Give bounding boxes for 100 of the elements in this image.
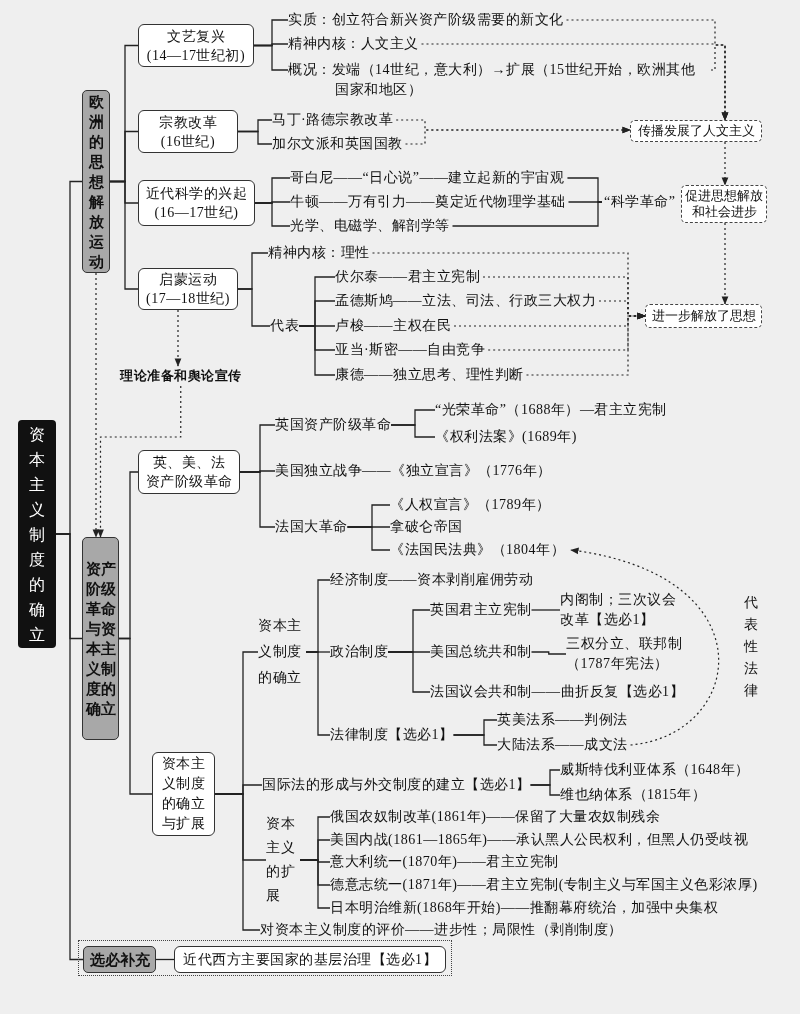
- branch-text: 内阁制；三次议会改革【选必1】: [560, 590, 678, 630]
- branch-text: 《权利法案》(1689年): [435, 427, 577, 447]
- arrow: [710, 44, 729, 121]
- branch-text: 英美法系——判例法: [497, 710, 628, 730]
- connector-line: [346, 526, 391, 551]
- branch-text: 资本主义制度的确立: [258, 613, 306, 691]
- connector-line: [530, 609, 561, 611]
- branch-text: 英国资产阶级革命: [275, 415, 391, 435]
- branch-text: 美国总统共和制: [430, 642, 532, 662]
- branch-text: 拿破仑帝国: [390, 517, 463, 537]
- arrow: [721, 141, 729, 186]
- topic-subheading: (16世纪): [160, 132, 216, 151]
- group-frame: [78, 940, 452, 976]
- connector-line: [118, 637, 153, 795]
- branch-text: 牛顿——万有引力——奠定近代物理学基础: [290, 192, 566, 212]
- topic-box: [138, 24, 254, 67]
- branch-text: 美国内战(1861—1865年)——承认黑人公民权利，但黑人仍受歧视: [330, 830, 749, 850]
- connector-line: [452, 734, 498, 746]
- branch-text: 资本主义的扩展: [266, 812, 300, 908]
- connector-line: [530, 651, 567, 655]
- topic-box: 近代西方主要国家的基层治理【选必1】: [174, 946, 446, 973]
- connector-line: [237, 288, 271, 327]
- branch-text: 实质：创立符合新兴资产阶级需要的新文化: [288, 10, 564, 30]
- branch-text: 威斯特伐利亚体系（1648年）: [560, 760, 750, 780]
- connector-line: [298, 325, 336, 376]
- branch-text: 加尔文派和英国国教: [272, 134, 403, 154]
- connector-line: [55, 533, 84, 961]
- branch-text: 卢梭——主权在民: [335, 316, 451, 336]
- connector-line: [387, 651, 431, 693]
- connector-line: [239, 471, 276, 528]
- arrow: [174, 309, 182, 367]
- branch-text: 亚当·斯密——自由竞争: [335, 340, 486, 360]
- topic-box: [138, 180, 255, 226]
- branch-text: 意大利统一(1870年)——君主立宪制: [330, 852, 559, 872]
- topic-subheading: 资产阶级革命: [145, 473, 233, 491]
- branch-text: 康德——独立思考、理性判断: [335, 365, 524, 385]
- topic-heading: 宗教改革: [159, 113, 217, 132]
- connector-line: [299, 859, 331, 909]
- connector-line: [390, 424, 436, 438]
- summary-box: 传播发展了人文主义: [630, 120, 762, 142]
- connector-line: [109, 180, 139, 290]
- branch-text: 精神内核：人文主义: [288, 34, 419, 54]
- branch-text: 《法国民法典》（1804年）: [390, 540, 565, 560]
- branch-text: 三权分立、联邦制（1787年宪法）: [566, 634, 690, 674]
- root-box: 资本主义制度的确立: [18, 420, 56, 648]
- topic-box: 资本主义制度的确立与扩展: [152, 752, 215, 836]
- topic-box: [138, 268, 238, 310]
- arrow: [721, 222, 729, 305]
- connector-line: [237, 130, 273, 145]
- connector-line: [253, 44, 289, 71]
- connector-line: [451, 201, 603, 227]
- connector-line: [529, 784, 561, 796]
- branch-text: 美国独立战争——《独立宣言》（1776年）: [275, 461, 552, 481]
- branch-text: 概况：发端（14世纪，意大利）→扩展（15世纪开始，欧洲其他国家和地区）: [288, 60, 708, 100]
- branch-text: 理论准备和舆论宣传: [120, 366, 242, 386]
- branch-text: 日本明治维新(1868年开始)——推翻幕府统治，加强中央集权: [330, 898, 719, 918]
- branch-text: 《人权宣言》（1789年）: [390, 495, 551, 515]
- topic-heading: 近代科学的兴起: [145, 185, 248, 203]
- branch-text: 精神内核：理性: [268, 243, 370, 263]
- branch-text: 法国议会共和制——曲折反复【选必1】: [430, 682, 684, 702]
- topic-heading: 英、美、法: [152, 454, 226, 472]
- branch-text: 维也纳体系（1815年）: [560, 785, 706, 805]
- connector-line: [254, 202, 291, 227]
- topic-subheading: (17—18世纪): [146, 290, 230, 308]
- branch-text: “光荣革命”（1688年）—君主立宪制: [435, 400, 667, 420]
- branch-text: 英国君主立宪制: [430, 600, 532, 620]
- arrow: [97, 385, 182, 538]
- summary-box: 进一步解放了思想: [645, 304, 762, 328]
- topic-subheading: (16—17世纪): [154, 204, 239, 222]
- branch-text: 代表: [270, 316, 299, 336]
- branch-text: 法国大革命: [275, 517, 348, 537]
- topic-box: [138, 450, 240, 494]
- branch-text: 孟德斯鸠——立法、司法、行政三大权力: [335, 291, 596, 311]
- arrow: [525, 312, 646, 376]
- branch-text: 政治制度: [330, 642, 388, 662]
- summary-box: 促进思想解放和社会进步: [681, 185, 767, 223]
- branch-text: 德意志统一(1871年)——君主立宪制(专制主义与军国主义色彩浓厚): [330, 875, 758, 895]
- branch-text: 国际法的形成与外交制度的建立【选必1】: [262, 775, 531, 795]
- topic-heading: 文艺复兴: [167, 27, 225, 46]
- branch-text: “科学革命”: [604, 192, 676, 212]
- branch-text: 法律制度【选必1】: [330, 725, 454, 745]
- topic-box: [138, 110, 238, 153]
- topic-heading: 启蒙运动: [159, 271, 217, 289]
- branch-text: 光学、电磁学、解剖学等: [290, 216, 450, 236]
- branch-text: 大陆法系——成文法: [497, 735, 628, 755]
- arrow: [92, 272, 100, 538]
- branch-text: 俄国农奴制改革(1861年)——保留了大量农奴制残余: [330, 807, 661, 827]
- branch-text: 哥白尼——“日心说”——建立起新的宇宙观: [290, 168, 565, 188]
- branch-text: 经济制度——资本剥削雇佣劳动: [330, 570, 533, 590]
- branch-text: 对资本主义制度的评价——进步性；局限性（剥削制度）: [260, 920, 623, 940]
- section-box: 选必补充: [83, 946, 156, 973]
- section-box: 资产阶级革命与资本主义制度的确立: [82, 537, 119, 740]
- connector-line: [305, 651, 331, 736]
- arrow: [404, 126, 631, 145]
- branch-text: 马丁·路德宗教改革: [272, 110, 394, 130]
- arrow: [570, 548, 719, 746]
- connector-line: [214, 793, 261, 931]
- branch-text: 伏尔泰——君主立宪制: [335, 267, 480, 287]
- topic-subheading: (14—17世纪初): [146, 46, 246, 65]
- section-box: 欧洲的思想解放运动: [82, 90, 110, 273]
